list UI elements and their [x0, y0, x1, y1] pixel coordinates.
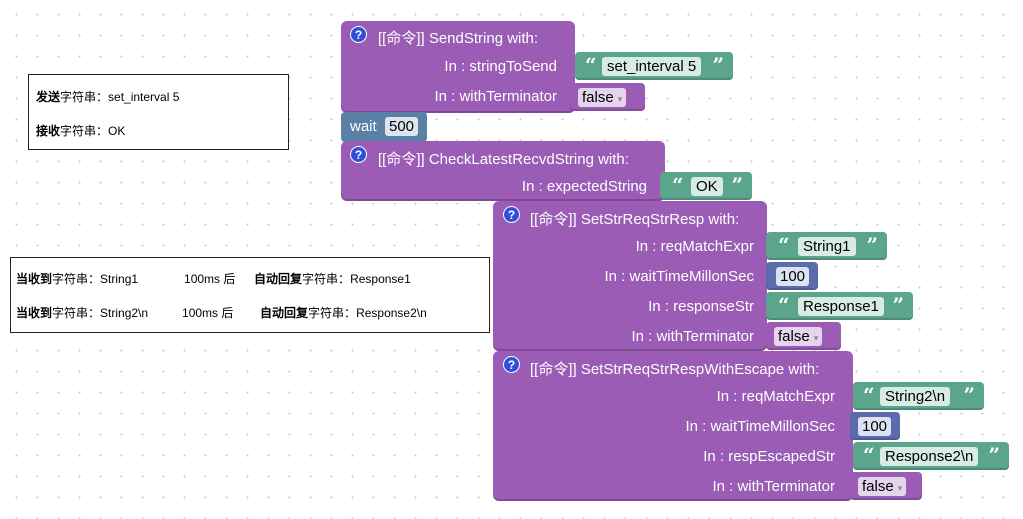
with-terminator-dropdown[interactable]: false▾ [774, 327, 823, 346]
dropdown-arrow-icon: ▾ [897, 483, 903, 493]
quote-open-icon: “ [672, 173, 684, 197]
boolean-dropdown-block[interactable]: false▾ [766, 322, 841, 350]
wait-time-value[interactable]: 100 [858, 417, 892, 436]
wait-time-value[interactable]: 100 [776, 267, 810, 286]
string-to-send-value[interactable]: set_interval 5 [602, 57, 702, 76]
param-label-wait-time: In : waitTimeMillonSec [604, 268, 755, 285]
string-input-block[interactable]: “ Response2\n ” [853, 442, 1009, 470]
note-reply-value: Response1 [350, 272, 411, 286]
resp-escaped-str-value[interactable]: Response2\n [880, 447, 979, 466]
dropdown-arrow-icon: ▾ [813, 333, 819, 343]
help-icon[interactable]: ? [503, 206, 520, 223]
param-label-resp-escaped-str: In : respEscapedStr [703, 448, 835, 465]
help-icon[interactable]: ? [503, 356, 520, 373]
wait-block[interactable]: wait 500 [341, 112, 427, 142]
dropdown-value: false [778, 328, 810, 345]
number-input-block[interactable]: 100 [766, 262, 818, 290]
help-icon[interactable]: ? [350, 26, 367, 43]
note-reply-bold: 自动回复 [254, 272, 303, 286]
note-line-send: 发送字符串：set_interval 5 [36, 88, 179, 105]
string-input-block[interactable]: “ Response1 ” [766, 292, 913, 320]
note-reply-label: 字符串： [308, 306, 357, 320]
param-label-string-to-send: In : stringToSend [444, 58, 557, 75]
note-delay: 100ms 后 [182, 306, 234, 320]
dropdown-arrow-icon: ▾ [617, 94, 623, 104]
string-input-block[interactable]: “ OK ” [660, 172, 752, 200]
param-label-response-str: In : responseStr [648, 298, 754, 315]
note-when-value: String1 [100, 272, 139, 286]
note-receive-label: 字符串： [60, 124, 109, 138]
note-when-bold: 当收到 [16, 272, 53, 286]
note-reply-value: Response2\n [356, 306, 427, 320]
boolean-dropdown-block[interactable]: false▾ [850, 472, 922, 500]
note-when-label: 字符串： [52, 306, 101, 320]
quote-close-icon: ” [963, 383, 975, 407]
number-input-block[interactable]: 100 [850, 412, 900, 440]
quote-open-icon: “ [778, 293, 790, 317]
req-match-expr-value[interactable]: String1 [798, 237, 856, 256]
note-send-label: 字符串： [60, 90, 109, 104]
send-string-block[interactable]: ? [[命令]] SendString with: In : stringToS… [341, 21, 575, 113]
quote-open-icon: “ [585, 53, 597, 77]
string-input-block[interactable]: “ set_interval 5 ” [575, 52, 733, 80]
block-title: [[命令]] SendString with: [378, 30, 539, 47]
param-label-wait-time: In : waitTimeMillonSec [685, 418, 836, 435]
param-label-expected-string: In : expectedString [521, 178, 647, 195]
param-label-req-match-expr: In : reqMatchExpr [635, 238, 754, 255]
param-label-with-terminator: In : withTerminator [712, 478, 835, 495]
param-label-with-terminator: In : withTerminator [631, 328, 754, 345]
string-input-block[interactable]: “ String1 ” [766, 232, 887, 260]
req-match-expr-value[interactable]: String2\n [880, 387, 951, 406]
expected-string-value[interactable]: OK [691, 177, 723, 196]
quote-close-icon: ” [988, 443, 1000, 467]
quote-close-icon: ” [866, 233, 878, 257]
string-input-block[interactable]: “ String2\n ” [853, 382, 984, 410]
quote-open-icon: “ [863, 443, 875, 467]
response-str-value[interactable]: Response1 [798, 297, 884, 316]
with-terminator-dropdown[interactable]: false▾ [858, 477, 907, 496]
quote-close-icon: ” [892, 293, 904, 317]
set-str-req-str-resp-with-escape-block[interactable]: ? [[命令]] SetStrReqStrRespWithEscape with… [493, 351, 853, 501]
note-receive-bold: 接收 [36, 124, 61, 138]
quote-open-icon: “ [778, 233, 790, 257]
note-when-bold: 当收到 [16, 306, 53, 320]
block-title: [[命令]] SetStrReqStrResp with: [530, 211, 740, 228]
note-line-receive: 接收字符串：OK [36, 122, 125, 139]
wait-value-input[interactable]: 500 [385, 117, 419, 136]
quote-close-icon: ” [712, 53, 724, 77]
note-when-label: 字符串： [52, 272, 101, 286]
set-str-req-str-resp-block[interactable]: ? [[命令]] SetStrReqStrResp with: In : req… [493, 201, 767, 351]
dropdown-value: false [582, 89, 614, 106]
note-send-value: set_interval 5 [108, 90, 180, 104]
with-terminator-dropdown[interactable]: false▾ [578, 88, 627, 107]
block-title: [[命令]] SetStrReqStrRespWithEscape with: [530, 361, 820, 378]
note-reply-bold: 自动回复 [260, 306, 309, 320]
boolean-dropdown-block[interactable]: false▾ [570, 83, 645, 111]
note-receive-value: OK [108, 124, 126, 138]
note-when-value: String2\n [100, 306, 149, 320]
note-delay: 100ms 后 [184, 272, 236, 286]
param-label-with-terminator: In : withTerminator [434, 88, 557, 105]
comment-note-send-receive: 发送字符串：set_interval 5 接收字符串：OK [28, 74, 289, 150]
note-reply-label: 字符串： [302, 272, 351, 286]
block-title: [[命令]] CheckLatestRecvdString with: [378, 151, 629, 168]
param-label-req-match-expr: In : reqMatchExpr [716, 388, 835, 405]
help-icon[interactable]: ? [350, 146, 367, 163]
note-send-bold: 发送 [36, 90, 61, 104]
dropdown-value: false [862, 478, 894, 495]
wait-label: wait [350, 118, 377, 135]
check-latest-recvd-string-block[interactable]: ? [[命令]] CheckLatestRecvdString with: In… [341, 141, 665, 201]
quote-close-icon: ” [731, 173, 743, 197]
quote-open-icon: “ [863, 383, 875, 407]
